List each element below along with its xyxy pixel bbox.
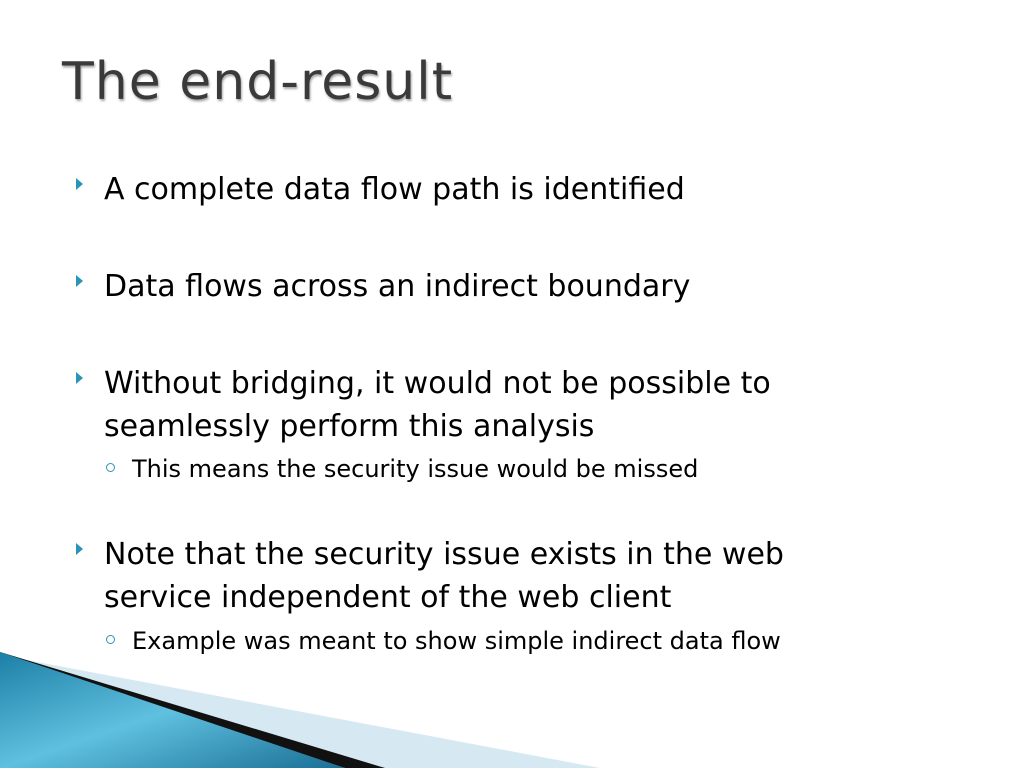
deco-blue-wedge [0, 652, 345, 768]
slide-title: The end-result [62, 52, 454, 112]
bullet-arrow-icon [76, 178, 83, 190]
sub-bullet-text: This means the security issue would be m… [132, 455, 699, 483]
bullet-text-line-1: Note that the security issue exists in t… [104, 537, 784, 572]
sub-bullet-circle-icon [106, 635, 115, 644]
sub-bullet-circle-icon [106, 463, 115, 472]
sub-bullet-text: Example was meant to show simple indirec… [132, 627, 781, 655]
bullet-text-line-2: seamlessly perform this analysis [104, 409, 595, 444]
bullet-text-line-1: Without bridging, it would not be possib… [104, 366, 771, 401]
bullet-arrow-icon [76, 543, 83, 555]
deco-black-stripe [0, 652, 385, 768]
bullet-arrow-icon [76, 372, 83, 384]
bullet-arrow-icon [76, 275, 83, 287]
bullet-text: Data flows across an indirect boundary [104, 269, 691, 304]
deco-pale-band [0, 655, 600, 768]
bullet-text: A complete data flow path is identified [104, 172, 685, 207]
bullet-text-line-2: service independent of the web client [104, 580, 672, 615]
